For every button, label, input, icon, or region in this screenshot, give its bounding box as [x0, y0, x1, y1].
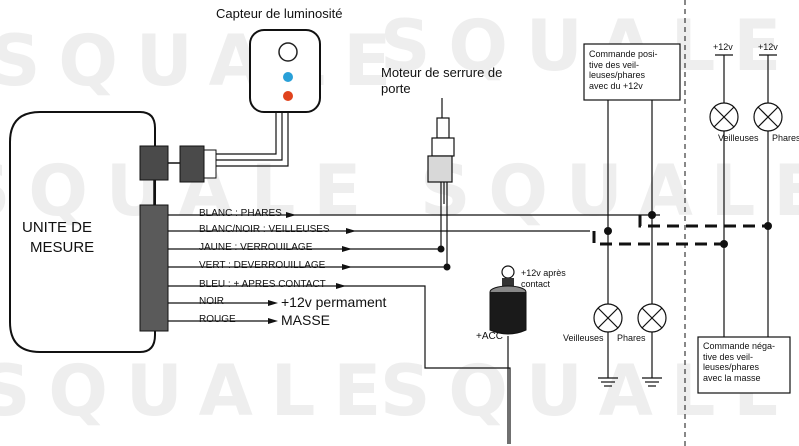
unit-title-line2: MESURE	[30, 239, 95, 256]
light-sensor	[249, 29, 321, 113]
ignition-label-line1: +12v après	[521, 268, 566, 278]
watermark: SQUALE	[420, 150, 799, 232]
sensor-led-red	[283, 91, 293, 101]
motor-title-line1: Moteur de serrure de	[381, 65, 503, 80]
lamp-bottom-right	[637, 303, 667, 333]
watermark: SQUALE	[0, 350, 400, 432]
unit-title-line1: UNITE DE	[22, 219, 93, 236]
watermark: SQUALE	[380, 5, 799, 87]
positive-command-text: Commande posi- tive des veil- leuses/pha…	[589, 49, 658, 91]
wire-label-noir: NOIR	[199, 296, 224, 307]
wire-label-rouge: ROUGE	[199, 314, 236, 325]
door-lock-motor	[427, 98, 455, 204]
supply-left-label: +12v	[713, 42, 733, 52]
unit-terminal-block	[139, 204, 169, 332]
negative-command-text: Commande néga- tive des veil- leuses/pha…	[703, 341, 776, 383]
noir-value: +12v permament	[281, 294, 387, 310]
lamp-top-right	[753, 102, 783, 132]
lamp-top-right-label: Phares	[772, 133, 799, 143]
sensor-lens	[278, 42, 298, 62]
unit-connector-top	[139, 145, 169, 181]
sensor-plug	[179, 145, 205, 183]
motor-title-line2: porte	[381, 81, 411, 96]
wire-label-blanc-noir: BLANC/NOIR : VEILLEUSES	[199, 224, 330, 235]
lamp-bottom-left	[593, 303, 623, 333]
unit-outline	[9, 111, 156, 353]
negative-command-box	[697, 336, 791, 394]
sensor-led-blue	[283, 72, 293, 82]
rouge-value: MASSE	[281, 312, 331, 328]
positive-command-box	[583, 43, 681, 101]
lamp-top-left-label: Veilleuses	[718, 133, 759, 143]
lamp-bottom-right-label: Phares	[617, 333, 646, 343]
supply-right-label: +12v	[758, 42, 778, 52]
wire-label-jaune: JAUNE : VERROUILAGE	[199, 242, 313, 253]
acc-label: +ACC	[476, 331, 503, 342]
lamp-top-left	[709, 102, 739, 132]
lamp-bottom-left-label: Veilleuses	[563, 333, 604, 343]
wire-label-bleu: BLEU : + APRES CONTACT	[199, 279, 326, 290]
ignition-switch	[489, 265, 527, 335]
watermark: SQUALE	[0, 20, 410, 102]
sensor-title: Capteur de luminosité	[216, 6, 343, 21]
wire-label-blanc: BLANC : PHARES	[199, 208, 282, 219]
ignition-label-line2: contact	[521, 279, 551, 289]
wire-label-vert: VERT : DEVERROUILLAGE	[199, 260, 326, 271]
